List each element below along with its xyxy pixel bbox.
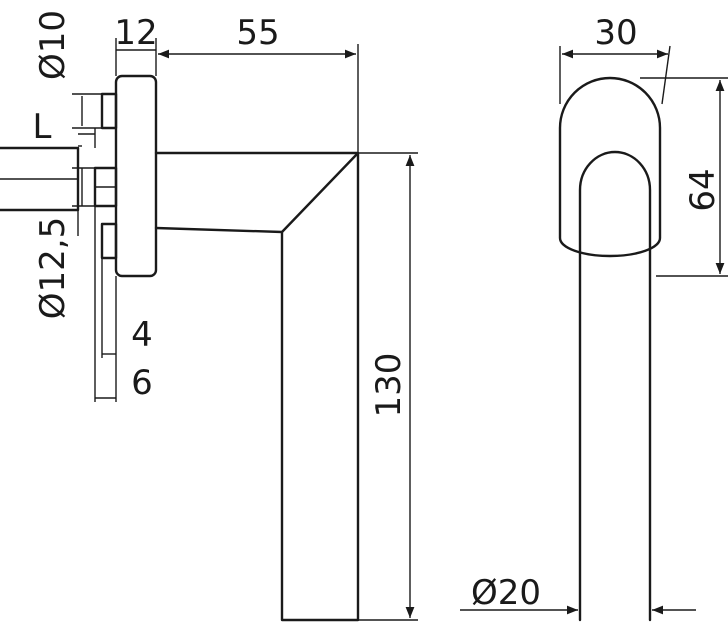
dim-55: 55 [236, 13, 279, 53]
front-rose [558, 76, 662, 258]
bottom-pin [100, 222, 118, 260]
dim-L: L [33, 107, 52, 147]
dim-30: 30 [594, 13, 637, 53]
dim-phi12-5: Ø12,5 [33, 217, 73, 319]
rose-plate [114, 74, 158, 278]
dim-phi20: Ø20 [471, 573, 541, 613]
dim-phi10: Ø10 [33, 10, 73, 80]
dim-64: 64 [683, 168, 723, 211]
dim-12: 12 [114, 13, 157, 53]
dim-4: 4 [131, 315, 153, 355]
front-grip [578, 150, 652, 622]
handle-profile [154, 151, 360, 622]
dim-130: 130 [369, 353, 409, 418]
dim-6: 6 [131, 363, 153, 403]
top-pin [100, 92, 118, 130]
handle-bevel [280, 151, 360, 234]
side-view: 12 55 130 Ø10 L Ø12,5 4 6 [0, 10, 418, 622]
front-view: 30 64 Ø20 [460, 13, 728, 622]
